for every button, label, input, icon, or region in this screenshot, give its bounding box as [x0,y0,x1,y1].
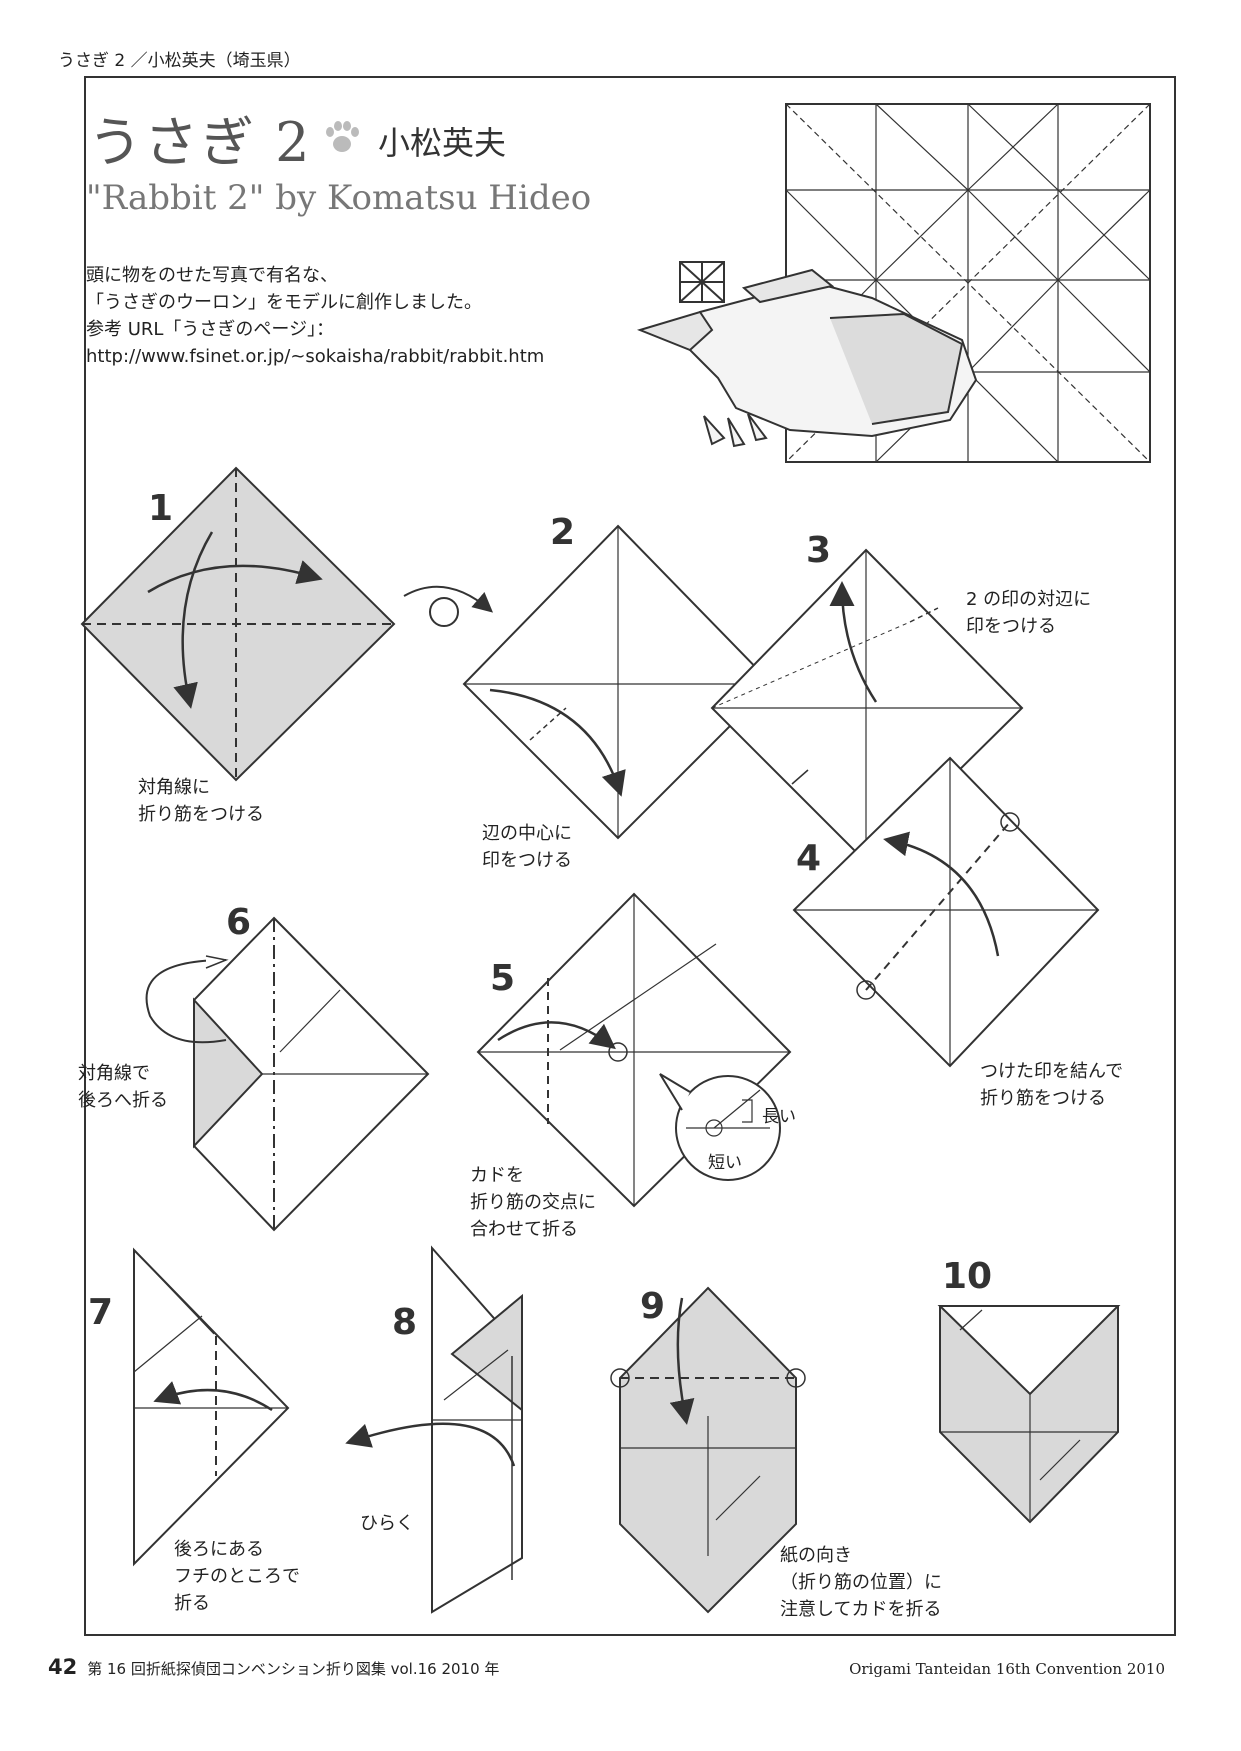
step-note: 後ろにある フチのところで 折る [174,1539,300,1614]
step-number: 7 [88,1292,114,1333]
step-note: カドを 折り筋の交点に 合わせて折る [470,1165,596,1240]
paw-icon [322,120,362,160]
step-note: 2 の印の対辺に 印をつける [966,589,1092,637]
step-1-diagram [80,466,396,782]
footer-left: 42 第 16 回折紙探偵団コンベンション折り図集 vol.16 2010 年 [48,1655,499,1679]
step-number: 4 [796,838,822,879]
step-number: 8 [392,1302,418,1343]
callout-long-label: 長い [762,1107,796,1127]
rabbit-model [636,261,978,448]
step-4-diagram [792,756,1100,1068]
description: 頭に物をのせた写真で有名な、 「うさぎのウーロン」をモデルに創作しました。 参考… [86,265,545,367]
step-9-diagram [610,1286,806,1614]
step-note: つけた印を結んで 折り筋をつける [980,1061,1124,1109]
step-7-diagram [133,1247,290,1567]
step-note: 対角線で 後ろへ折る [78,1063,168,1111]
step-5-diagram [476,892,792,1208]
step-number: 9 [640,1286,666,1327]
step-number: 5 [490,958,516,999]
footer-publication: 第 16 回折紙探偵団コンベンション折り図集 vol.16 2010 年 [87,1660,500,1678]
step-number: 3 [806,530,832,571]
step-6-diagram [145,916,430,1232]
step-number: 1 [148,488,174,529]
callout-short-label: 短い [708,1153,742,1173]
model-title: うさぎ 2 [88,111,312,174]
page-number: 42 [48,1655,78,1679]
step-note: 紙の向き （折り筋の位置）に 注意してカドを折る [780,1545,942,1620]
footer-right: Origami Tanteidan 16th Convention 2010 [849,1660,1165,1678]
step-number: 2 [550,512,576,553]
step-10-diagram [937,1305,1121,1524]
step-number: 6 [226,902,252,943]
turn-over-symbol [403,585,494,627]
step-note: ひらく [360,1513,414,1534]
step-2-diagram [462,524,774,840]
author-name: 小松英夫 [378,124,507,162]
step-8-diagram [345,1245,523,1614]
page-frame [84,76,1176,1636]
step-note: 対角線に 折り筋をつける [138,777,264,825]
step-number: 10 [942,1256,993,1297]
step-note: 辺の中心に 印をつける [482,823,572,871]
english-title: "Rabbit 2" by Komatsu Hideo [86,178,592,218]
running-header: うさぎ 2 ／小松英夫（埼玉県） [58,51,301,71]
